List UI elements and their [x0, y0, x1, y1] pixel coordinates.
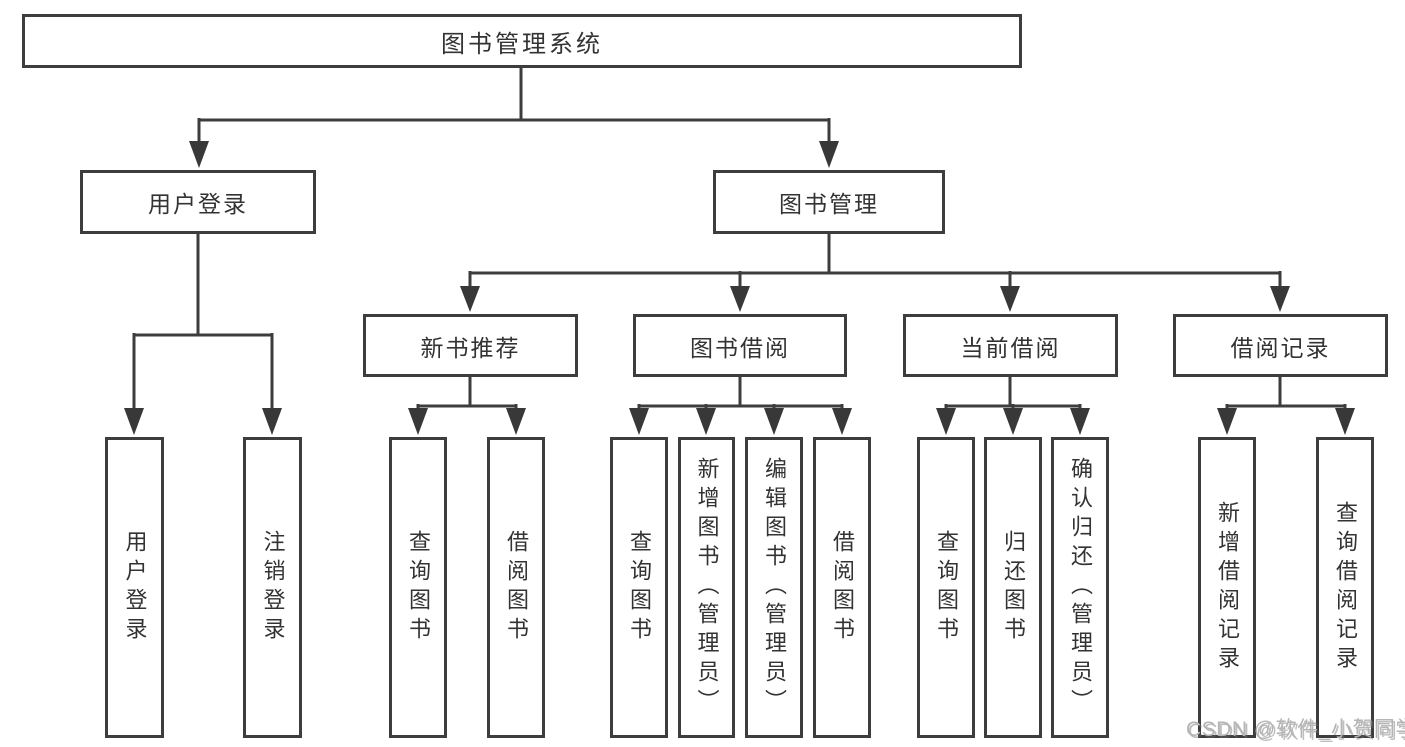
arrowheads: [124, 141, 1355, 435]
node-current-borrowing: 当前借阅: [903, 314, 1118, 377]
leaf-borrow-edit-book-admin: 编辑图书（管理员）: [745, 437, 803, 738]
csdn-watermark: CSDN @软件_小贺同学: [1186, 718, 1405, 741]
node-user-login: 用户登录: [80, 170, 316, 234]
tree-edges: [132, 67, 1347, 410]
node-new-book-recommend: 新书推荐: [363, 314, 578, 377]
leaf-user-login: 用户登录: [105, 437, 164, 738]
leaf-current-return-books: 归还图书: [984, 437, 1042, 738]
node-book-borrowing: 图书借阅: [633, 314, 847, 377]
leaf-logout: 注销登录: [243, 437, 302, 738]
leaf-borrow-borrow-books: 借阅图书: [813, 437, 871, 738]
leaf-records-query-borrow-record: 查询借阅记录: [1316, 437, 1374, 738]
node-library-management-system: 图书管理系统: [22, 14, 1022, 68]
leaf-records-add-borrow-record: 新增借阅记录: [1198, 437, 1256, 738]
node-borrowing-records: 借阅记录: [1173, 314, 1388, 377]
leaf-recommend-borrow-books: 借阅图书: [487, 437, 545, 738]
leaf-current-query-books: 查询图书: [917, 437, 975, 738]
leaf-borrow-query-books: 查询图书: [610, 437, 668, 738]
leaf-borrow-add-book-admin: 新增图书（管理员）: [678, 437, 735, 738]
node-book-management: 图书管理: [713, 170, 945, 234]
leaf-recommend-query-books: 查询图书: [389, 437, 447, 738]
leaf-current-confirm-return-admin: 确认归还（管理员）: [1051, 437, 1109, 738]
